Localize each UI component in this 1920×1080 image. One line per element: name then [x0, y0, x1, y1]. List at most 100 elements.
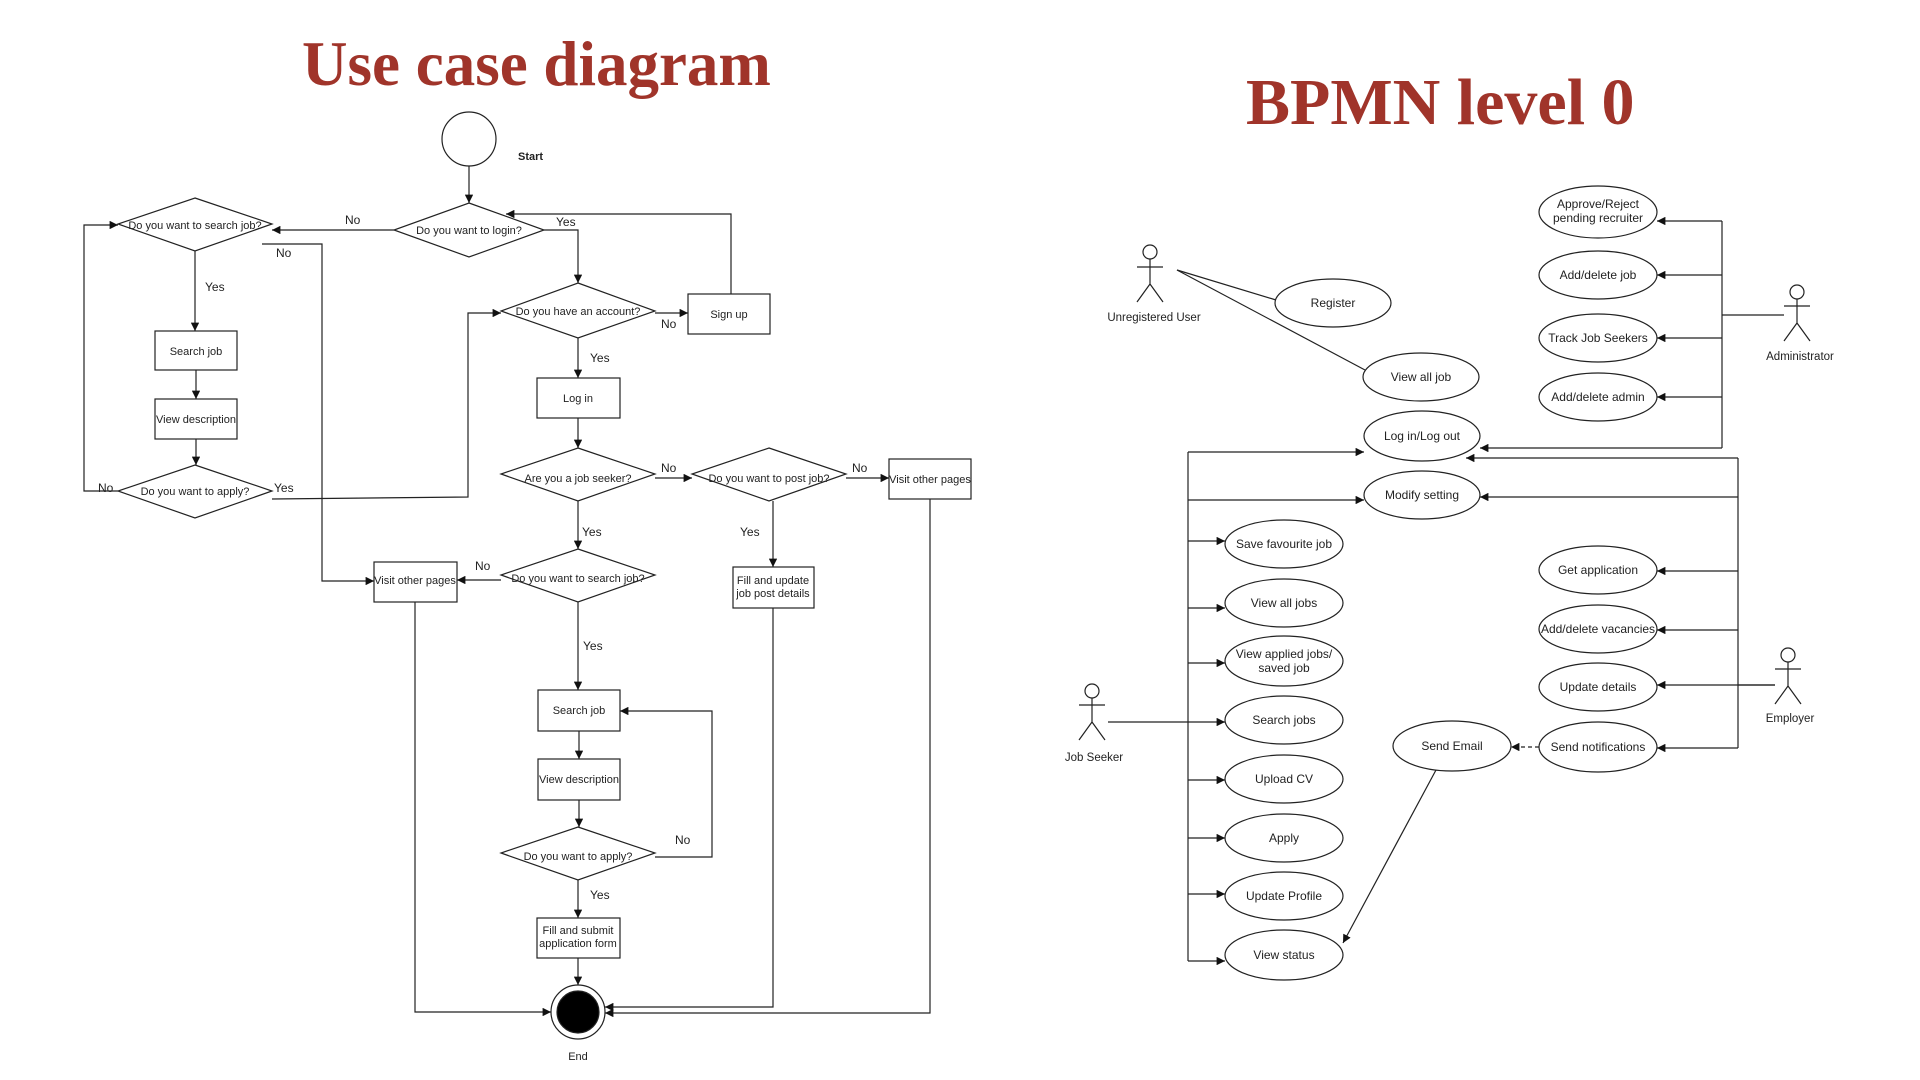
save-favourite-job-label: Save favourite job [1236, 537, 1332, 551]
visit-pages-box-1 [373, 561, 458, 603]
job-seeker-actor-icon [1078, 683, 1106, 741]
association [1176, 269, 1277, 301]
apply-decision-2-label: Do you want to apply? [524, 851, 633, 863]
login-label: Log in [563, 393, 593, 405]
visit-pages-1-label: Visit other pages [374, 575, 456, 587]
edge [605, 499, 931, 1018]
register-usecase [1274, 278, 1392, 328]
view-all-jobs-usecase [1224, 578, 1344, 628]
no-label: No [661, 461, 677, 475]
fill-application-label-2: application form [539, 938, 617, 950]
get-application-label: Get application [1558, 563, 1638, 577]
start-node [441, 111, 497, 167]
no-label: No [276, 246, 292, 260]
view-applied-jobs-label-1: View applied jobs/ [1236, 647, 1333, 661]
view-description-box-1 [154, 398, 238, 440]
approve-reject-usecase [1538, 185, 1658, 239]
edge [271, 308, 501, 500]
add-delete-vacancies-label: Add/delete vacancies [1541, 622, 1655, 636]
edge [544, 229, 583, 283]
end-label: End [568, 1051, 588, 1063]
login-logout-usecase [1363, 410, 1481, 462]
employer-label: Employer [1766, 713, 1815, 725]
search-jobs-usecase [1224, 695, 1344, 745]
edge [506, 209, 732, 294]
search-decision-1-label: Do you want to search job? [128, 220, 261, 232]
bpmn-level-0-title: BPMN level 0 [1246, 66, 1635, 139]
add-delete-job-label: Add/delete job [1560, 268, 1637, 282]
employer-actor-icon [1774, 647, 1802, 705]
edge [1342, 769, 1437, 944]
edge [620, 706, 713, 858]
edge [262, 243, 374, 586]
visit-pages-box-2 [888, 458, 972, 500]
account-decision-label: Do you have an account? [516, 306, 641, 318]
signup-box [687, 293, 771, 335]
view-description-1-label: View description [156, 414, 236, 426]
yes-label: Yes [205, 280, 225, 294]
modify-setting-label: Modify setting [1385, 488, 1459, 502]
send-email-label: Send Email [1421, 739, 1482, 753]
yes-label: Yes [556, 215, 576, 229]
upload-cv-usecase [1224, 754, 1344, 804]
start-label: Start [518, 151, 543, 163]
yes-label: Yes [583, 639, 603, 653]
administrator-actor-icon [1783, 284, 1811, 342]
no-label: No [98, 481, 114, 495]
job-seeker-decision-label: Are you a job seeker? [524, 473, 631, 485]
login-box [536, 377, 621, 419]
view-status-label: View status [1253, 948, 1314, 962]
fill-application-box [536, 917, 621, 959]
no-label: No [852, 461, 868, 475]
track-job-seekers-label: Track Job Seekers [1548, 331, 1648, 345]
save-favourite-job-usecase [1224, 519, 1344, 569]
apply-decision-1 [116, 464, 274, 519]
no-label: No [345, 213, 361, 227]
association [1176, 269, 1366, 371]
search-job-1-label: Search job [170, 346, 223, 358]
approve-reject-label-1: Approve/Reject [1557, 197, 1640, 211]
edge [414, 602, 551, 1017]
no-label: No [475, 559, 491, 573]
flowchart-labels: Start End Do you want to login? Do you w… [98, 151, 971, 1063]
fill-post-box [732, 566, 815, 609]
update-profile-label: Update Profile [1246, 889, 1322, 903]
search-decision-2-label: Do you want to search job? [511, 573, 644, 585]
view-all-job-usecase [1362, 352, 1480, 402]
approve-reject-label-2: pending recruiter [1553, 211, 1643, 225]
signup-label: Sign up [710, 309, 747, 321]
view-applied-jobs-label-2: saved job [1258, 661, 1310, 675]
use-case-diagram-title: Use case diagram [302, 29, 771, 99]
usecase-diagram [1078, 185, 1811, 981]
flowchart [83, 111, 972, 1040]
no-label: No [661, 317, 677, 331]
yes-label: Yes [740, 525, 760, 539]
send-notifications-label: Send notifications [1551, 740, 1646, 754]
view-status-usecase [1224, 929, 1344, 981]
add-delete-admin-label: Add/delete admin [1551, 390, 1644, 404]
fill-application-label-1: Fill and submit [543, 925, 614, 937]
usecase-labels: Unregistered User Administrator Job Seek… [1065, 197, 1834, 962]
apply-label: Apply [1269, 831, 1299, 845]
login-decision-label: Do you want to login? [416, 225, 522, 237]
fill-post-label-2: job post details [735, 588, 810, 600]
login-logout-label: Log in/Log out [1384, 429, 1461, 443]
upload-cv-label: Upload CV [1255, 772, 1313, 786]
apply-decision-1-label: Do you want to apply? [141, 486, 250, 498]
view-all-jobs-label: View all jobs [1251, 596, 1317, 610]
yes-label: Yes [590, 351, 610, 365]
end-node-inner [556, 990, 600, 1034]
search-jobs-label: Search jobs [1252, 713, 1315, 727]
register-label: Register [1311, 296, 1356, 310]
update-details-label: Update details [1560, 680, 1637, 694]
post-job-decision-label: Do you want to post job? [708, 473, 829, 485]
edge [605, 608, 774, 1012]
fill-post-label-1: Fill and update [737, 575, 809, 587]
no-label: No [675, 833, 691, 847]
update-profile-usecase [1224, 871, 1344, 921]
administrator-label: Administrator [1766, 351, 1834, 363]
visit-pages-2-label: Visit other pages [889, 474, 971, 486]
yes-label: Yes [582, 525, 602, 539]
post-job-decision [690, 447, 848, 502]
